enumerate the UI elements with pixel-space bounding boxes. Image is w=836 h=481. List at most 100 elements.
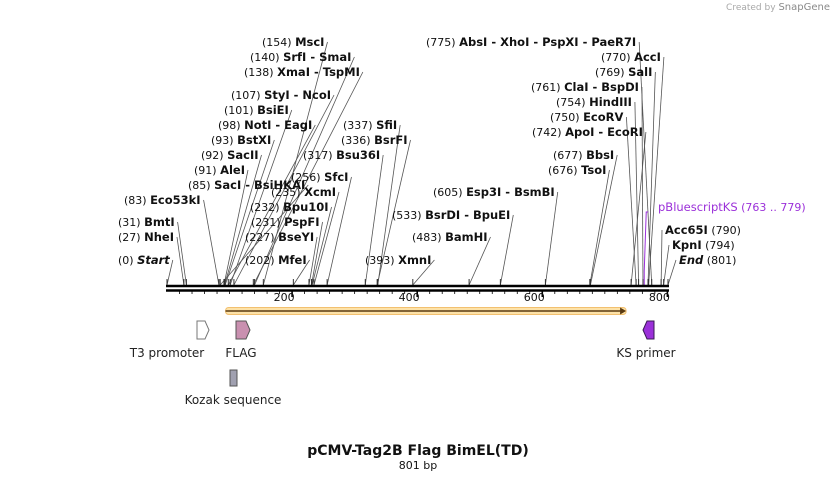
- site-connector-styi: [233, 94, 335, 286]
- site-connector-bseyi: [308, 236, 318, 286]
- site-position-kpni: (794): [702, 239, 735, 252]
- site-label-acci: (770) AccI: [601, 50, 661, 64]
- site-label-mfei: (202) MfeI: [245, 253, 307, 267]
- site-connector-bsrdi: [499, 214, 514, 286]
- feature-kozak-sequence: Kozak sequence: [185, 369, 282, 407]
- site-connector-hindiii: [634, 101, 640, 286]
- site-label-bsrdi: (533) BsrDI - BpuEI: [392, 208, 510, 222]
- site-name-noti: NotI - EagI: [244, 118, 312, 132]
- site-name-absi: AbsI - XhoI - PspXI - PaeR7I: [459, 35, 636, 49]
- site-connector-xmai: [252, 71, 364, 286]
- site-name-kpni: KpnI: [672, 238, 702, 252]
- site-label-eco53ki: (83) Eco53kI: [124, 193, 201, 207]
- site-label-bbsi: (677) BbsI: [553, 148, 614, 162]
- ruler-tick-label-800: 800: [649, 291, 670, 304]
- ks-primer-arrow: [642, 320, 655, 340]
- site-label-absi: (775) AbsI - XhoI - PspXI - PaeR7I: [426, 35, 636, 49]
- site-label-sali: (769) SalI: [595, 65, 652, 79]
- site-connector-msci: [262, 41, 328, 286]
- site-connector-xcmi: [313, 191, 340, 286]
- site-connector-mfei: [293, 259, 310, 286]
- primer-binding-marker: pBluescriptKS (763 .. 779): [643, 200, 806, 285]
- site-position-bsu36i: (317): [303, 149, 336, 162]
- site-connector-alei: [223, 169, 249, 286]
- site-connector-sfci: [326, 176, 352, 286]
- site-position-eco53ki: (83): [124, 194, 150, 207]
- site-label-saci: (85) SacI - BsiHKAI: [188, 178, 305, 192]
- site-label-msci: (154) MscI: [262, 35, 324, 49]
- site-connector-clai: [641, 86, 644, 286]
- site-position-sali: (769): [595, 66, 628, 79]
- orf-layer: [225, 307, 627, 315]
- site-name-apoi: ApoI - EcoRI: [565, 125, 643, 139]
- site-label-bpu10i: (232) Bpu10I: [250, 200, 329, 214]
- site-position-xmni: (393): [365, 254, 398, 267]
- site-position-ecorv: (750): [550, 111, 583, 124]
- t3-promoter-label: T3 promoter: [129, 346, 205, 360]
- site-position-mfei: (202): [245, 254, 278, 267]
- site-connector-apoi: [630, 131, 647, 286]
- primer-binding-connector: [643, 211, 649, 285]
- site-connector-sali: [647, 71, 656, 286]
- site-position-acc65i: (790): [708, 224, 741, 237]
- site-position-bsrfi: (336): [341, 134, 374, 147]
- site-position-apoi: (742): [532, 126, 565, 139]
- site-name-bsrfi: BsrFI: [374, 133, 407, 147]
- site-name-eco53ki: Eco53kI: [150, 193, 201, 207]
- site-name-clai: ClaI - BspDI: [564, 80, 639, 94]
- site-position-clai: (761): [531, 81, 564, 94]
- flag-label: FLAG: [225, 346, 256, 360]
- site-connector-srfi: [254, 56, 355, 286]
- site-connector-xmni: [412, 259, 435, 286]
- site-label-hindiii: (754) HindIII: [556, 95, 632, 109]
- site-name-bsiei: BsiEI: [257, 103, 289, 117]
- site-name-hindiii: HindIII: [589, 95, 632, 109]
- site-name-bpu10i: Bpu10I: [283, 200, 328, 214]
- site-position-absi: (775): [426, 36, 459, 49]
- site-label-xmni: (393) XmnI: [365, 253, 431, 267]
- ruler-tick-label-600: 600: [524, 291, 545, 304]
- ruler-tick-label-400: 400: [399, 291, 420, 304]
- site-label-acc65i: Acc65I (790): [665, 223, 741, 237]
- site-label-apoi: (742) ApoI - EcoRI: [532, 125, 643, 139]
- site-connector-saci: [219, 184, 309, 286]
- site-name-xmni: XmnI: [398, 253, 431, 267]
- site-label-pspfi: (231) PspFI: [251, 215, 320, 229]
- site-label-bstxi: (93) BstXI: [211, 133, 271, 147]
- orf-arrowhead: [620, 307, 627, 315]
- site-position-styi: (107): [231, 89, 264, 102]
- site-connector-sacii: [224, 154, 262, 286]
- site-position-noti: (98): [218, 119, 244, 132]
- feature-ks-primer: KS primer: [616, 320, 676, 360]
- site-name-end: End: [679, 253, 704, 267]
- site-position-acci: (770): [601, 51, 634, 64]
- site-name-sacii: SacII: [227, 148, 258, 162]
- feature-flag: FLAG: [225, 320, 257, 360]
- site-label-tsoi: (676) TsoI: [548, 163, 606, 177]
- site-connector-acci: [648, 56, 665, 286]
- site-name-styi: StyI - NcoI: [264, 88, 331, 102]
- site-label-kpni: KpnI (794): [672, 238, 735, 252]
- site-name-acci: AccI: [634, 50, 661, 64]
- kozak-label: Kozak sequence: [185, 393, 282, 407]
- site-name-nhei: NheI: [144, 230, 174, 244]
- site-name-bmti: BmtI: [144, 215, 175, 229]
- feature-t3-promoter: T3 promoter: [129, 320, 210, 360]
- site-position-msci: (154): [262, 36, 295, 49]
- site-label-start: (0) Start: [118, 253, 170, 267]
- site-label-ecorv: (750) EcoRV: [550, 110, 624, 124]
- site-position-alei: (91): [194, 164, 220, 177]
- primer-binding-label: pBluescriptKS (763 .. 779): [658, 200, 806, 214]
- site-position-end: (801): [703, 254, 736, 267]
- site-label-bmti: (31) BmtI: [118, 215, 175, 229]
- site-connector-acc65i: [660, 229, 663, 286]
- site-name-alei: AleI: [220, 163, 245, 177]
- site-connector-ecorv: [626, 116, 637, 286]
- site-position-bbsi: (677): [553, 149, 586, 162]
- site-name-ecorv: EcoRV: [583, 110, 623, 124]
- site-position-xcmi: (235): [271, 186, 304, 199]
- site-position-bpu10i: (232): [250, 201, 283, 214]
- site-position-pspfi: (231): [251, 216, 284, 229]
- feature-layer: T3 promoter FLAG Kozak sequence KS primer: [129, 320, 676, 407]
